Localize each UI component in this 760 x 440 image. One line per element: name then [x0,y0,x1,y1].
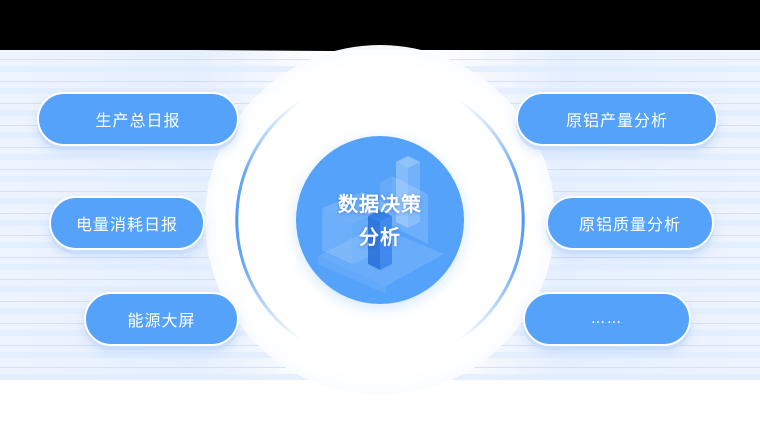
right-item-aluminum-output-analysis[interactable]: 原铝产量分析 [516,92,718,146]
isometric-building-chart-icon [318,156,444,294]
center-title: 数据决策 分析 [296,188,464,254]
right-item-aluminum-quality-analysis[interactable]: 原铝质量分析 [546,196,714,250]
right-arc [456,98,525,342]
center-title-line2: 分析 [359,225,401,249]
ellipsis-label: …… [591,311,623,327]
left-arc [235,98,304,342]
left-item-power-consumption-daily-report[interactable]: 电量消耗日报 [49,196,205,250]
pill-label: 电量消耗日报 [75,215,178,234]
left-item-production-daily-report[interactable]: 生产总日报 [37,92,239,146]
top-black-bar [0,0,760,50]
pill-label: 原铝质量分析 [578,215,681,234]
center-hub-data-decision-analysis[interactable]: 数据决策 分析 [296,136,464,304]
pill-label: 能源大屏 [127,311,196,330]
right-item-more[interactable]: …… [523,292,691,346]
center-title-line1: 数据决策 [338,192,422,216]
left-item-energy-dashboard[interactable]: 能源大屏 [84,292,239,346]
pill-label: 原铝产量分析 [565,111,668,130]
pill-label: 生产总日报 [95,111,181,130]
